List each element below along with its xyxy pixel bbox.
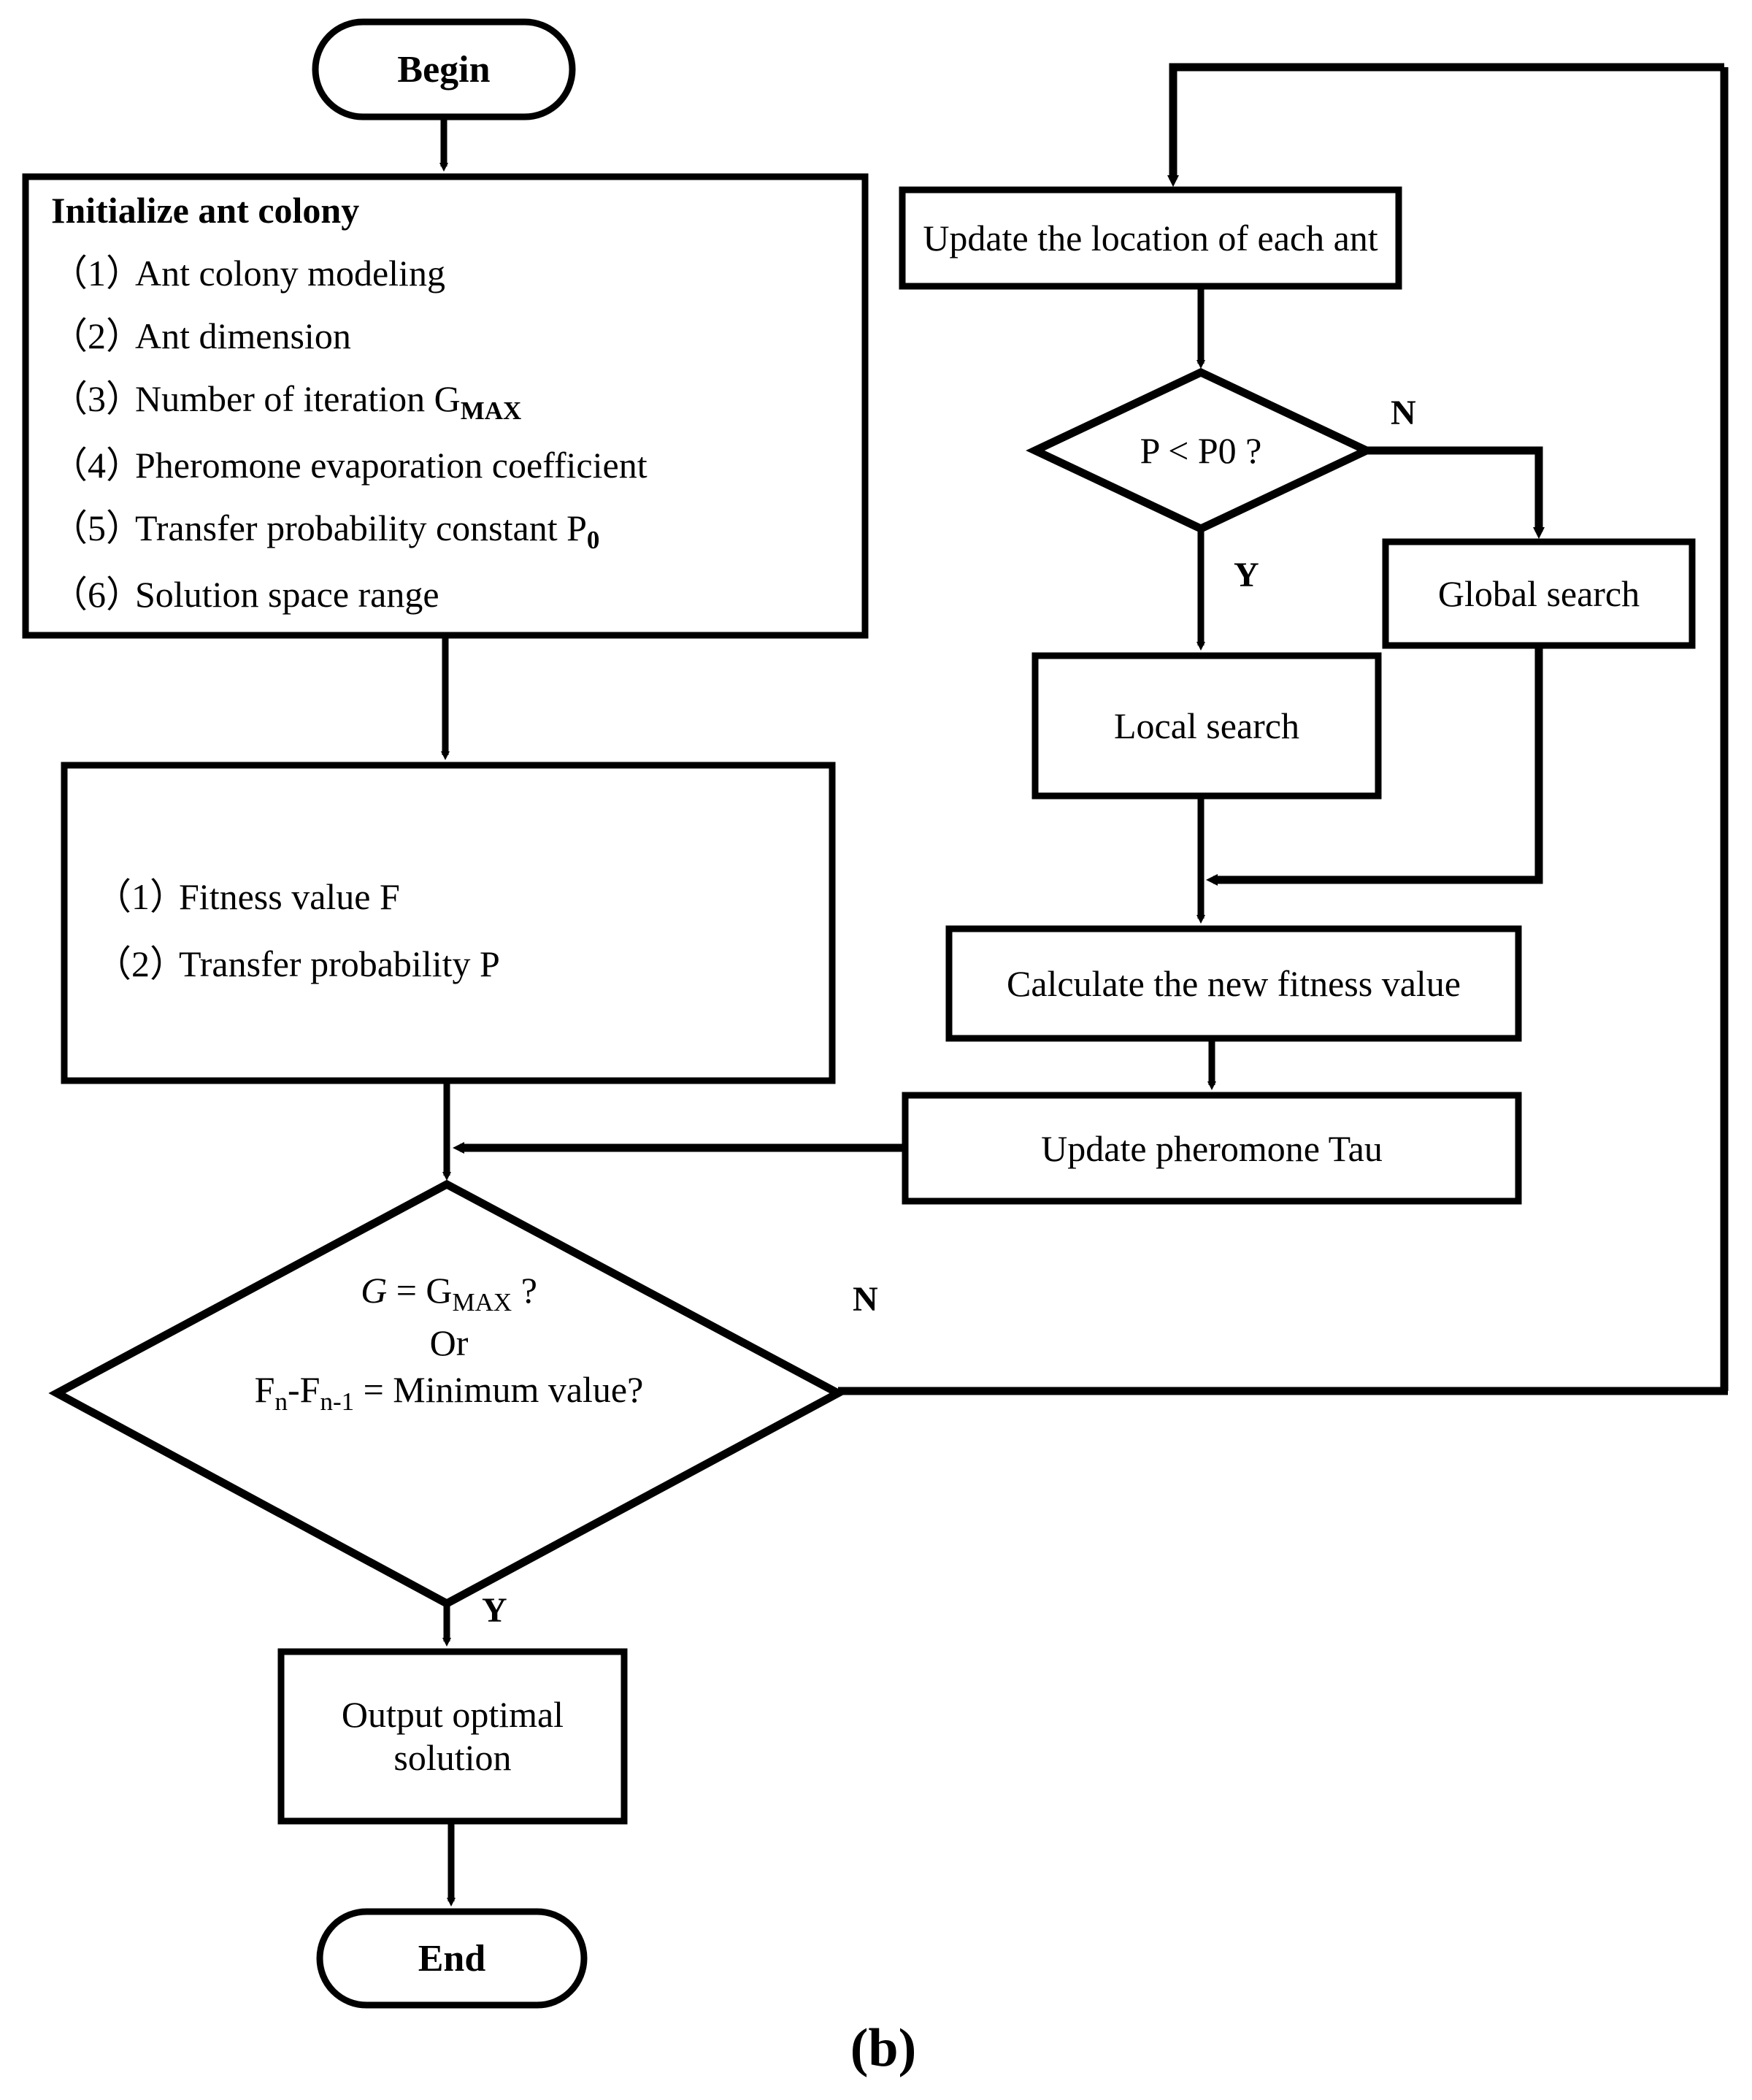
calculate-fitness-label: Calculate the new fitness value [1007, 962, 1461, 1004]
decision-stop-line1: G = GMAX ? [110, 1267, 788, 1319]
initialize-item-6: （6）Solution space range [51, 565, 861, 618]
decision-p-label: P < P0 ? [1140, 430, 1262, 471]
initialize-item-3: （3）Number of iteration GMAX [51, 369, 861, 426]
output-label-line1: Output optimal [341, 1694, 564, 1735]
initialize-item-2-text: Ant dimension [135, 315, 351, 356]
initialize-item-3-num: （3） [51, 378, 142, 419]
update-location-shape [899, 186, 1402, 290]
evaluate-item-2-num: （2） [95, 943, 186, 984]
initialize-item-3-sub: MAX [460, 396, 522, 425]
evaluate-shape [61, 762, 836, 1084]
initialize-item-1: （1）Ant colony modeling [51, 244, 861, 296]
initialize-item-2-num: （2） [51, 315, 142, 356]
decision-stop-line2: Or [429, 1322, 469, 1363]
evaluate-content: （1）Fitness value F （2）Transfer probabili… [95, 847, 825, 1008]
initialize-item-6-text: Solution space range [135, 574, 439, 615]
edge-decision-no-global [1367, 446, 1545, 539]
end-label: End [418, 1937, 486, 1980]
initialize-item-5-sub: 0 [586, 526, 600, 554]
initialize-item-5-text: Transfer probability constant P [135, 507, 587, 548]
figure-caption: (b) [850, 2017, 917, 2078]
initialize-item-4-num: （4） [51, 445, 142, 486]
output-label: Output optimal solution [281, 1652, 624, 1821]
global-search-label: Global search [1437, 573, 1640, 614]
decision-stop-line3: Fn-Fn-1 = Minimum value? [110, 1366, 788, 1419]
decision-stop-line3-a: F [254, 1368, 275, 1410]
initialize-title: Initialize ant colony [51, 190, 360, 231]
evaluate-item-2: （2）Transfer probability P [95, 935, 825, 987]
edge-label-p-no: N [1391, 394, 1416, 432]
initialize-item-1-text: Ant colony modeling [135, 253, 445, 294]
edge-label-p-yes: Y [1234, 556, 1259, 594]
initialize-item-4-text: Pheromone evaporation coefficient [135, 445, 648, 486]
decision-stop-content: G = GMAX ? Or Fn-Fn-1 = Minimum value? [110, 1267, 788, 1435]
edge-label-stop-no: N [853, 1280, 878, 1319]
decision-stop-line1-sub: MAX [452, 1288, 512, 1317]
decision-stop-line1-a: G [361, 1270, 388, 1311]
local-search-shape [1031, 652, 1382, 800]
local-search-label: Local search [1113, 705, 1299, 746]
decision-stop-line3-c: = Minimum value? [354, 1368, 644, 1410]
evaluate-item-1: （1）Fitness value F [95, 867, 825, 920]
decision-stop-line1-b: = G [387, 1270, 453, 1311]
initialize-item-3-text: Number of iteration G [135, 378, 461, 419]
decision-stop-line3-sub2: n-1 [320, 1387, 355, 1416]
edge-loop-top [1167, 63, 1724, 187]
decision-stop-line1-c: ? [512, 1270, 537, 1311]
evaluate-item-1-num: （1） [95, 876, 186, 917]
update-pheromone-text: Update pheromone Tau [1041, 1127, 1383, 1169]
initialize-item-4: （4）Pheromone evaporation coefficient [51, 436, 861, 488]
initialize-item-5: （5）Transfer probability constant P0 [51, 499, 861, 555]
update-pheromone-label: Update pheromone Tau [905, 1095, 1518, 1201]
initialize-item-6-num: （6） [51, 574, 142, 615]
decision-stop-line3-sub1: n [274, 1387, 288, 1416]
initialize-item-1-num: （1） [51, 253, 142, 294]
output-shape [277, 1648, 628, 1825]
output-label-line2: solution [393, 1737, 512, 1778]
initialize-item-2: （2）Ant dimension [51, 307, 861, 359]
begin-label: Begin [397, 48, 491, 91]
evaluate-item-1-text: Fitness value F [179, 876, 400, 917]
update-location-label: Update the location of each ant [923, 218, 1378, 258]
edge-global-merge [1206, 645, 1543, 886]
edge-label-stop-yes: Y [482, 1591, 507, 1630]
initialize-shape [22, 173, 869, 639]
end-shape [316, 1908, 588, 2009]
initialize-content: Initialize ant colony （1）Ant colony mode… [51, 183, 861, 629]
initialize-item-5-num: （5） [51, 507, 142, 548]
decision-stop-line3-b: -F [287, 1368, 320, 1410]
evaluate-item-2-text: Transfer probability P [179, 943, 500, 984]
calculate-fitness-shape [945, 925, 1522, 1042]
